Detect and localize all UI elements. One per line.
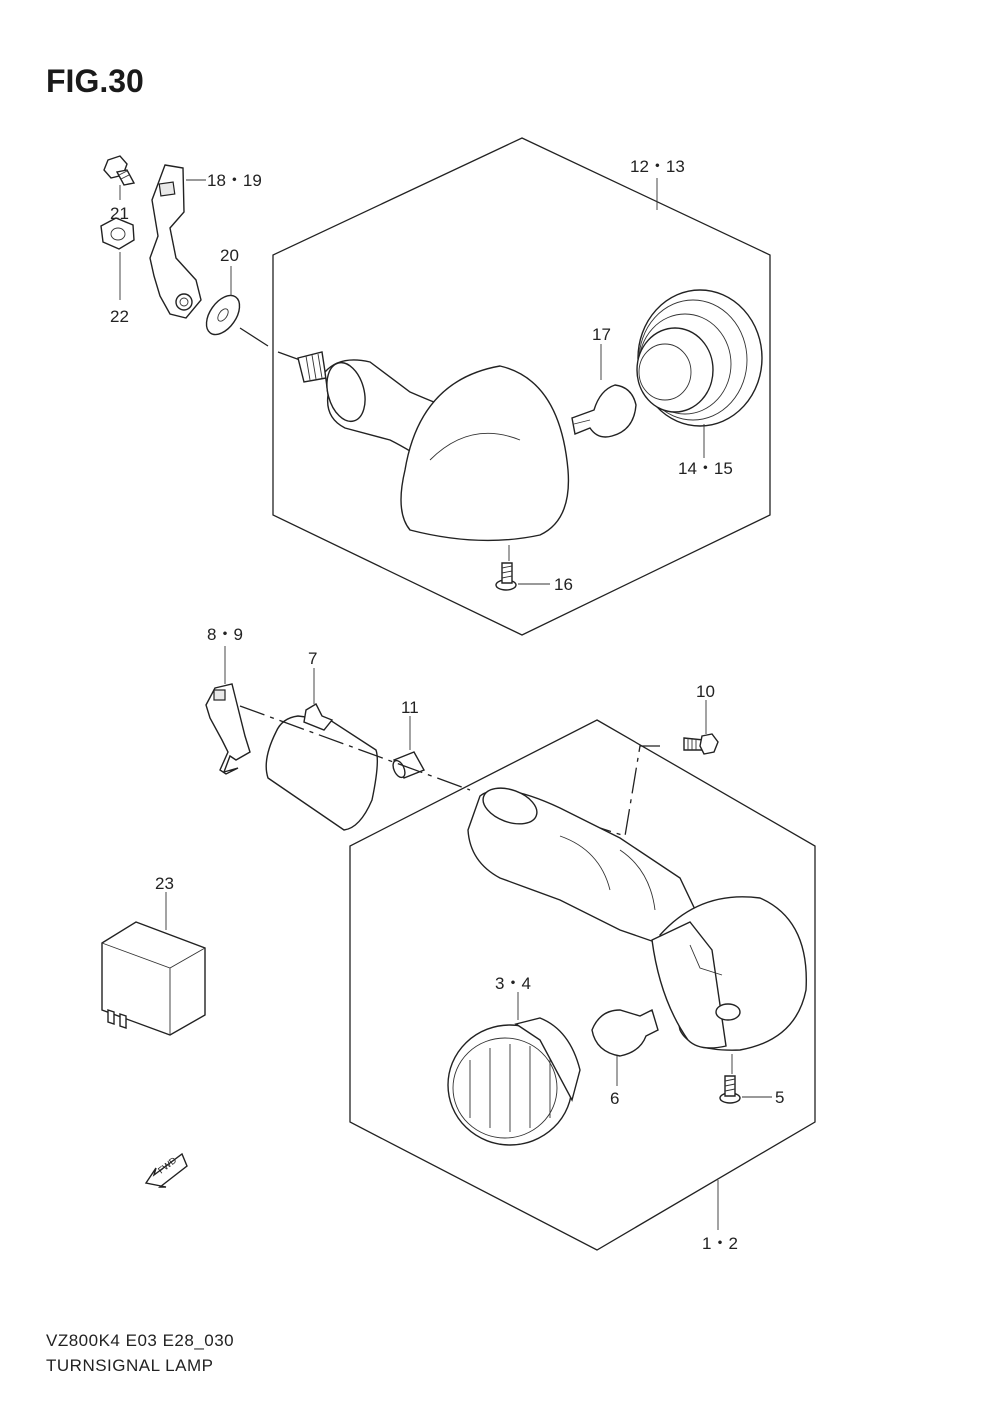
screw-part-10	[683, 733, 719, 755]
callout-11: 11	[401, 698, 419, 717]
callout-3-4: 3・4	[495, 974, 531, 993]
bracket-part-8-9	[205, 683, 251, 775]
washer-part-20	[205, 294, 241, 336]
lower-lamp-housing	[467, 787, 807, 1051]
callout-23: 23	[155, 874, 174, 893]
bushing-part-11	[392, 751, 425, 779]
section-name: TURNSIGNAL LAMP	[46, 1356, 213, 1375]
callout-16: 16	[554, 575, 573, 594]
lens-part-14-15	[636, 289, 763, 427]
nut-part-22	[100, 217, 135, 250]
cover-part-7	[265, 703, 379, 831]
callout-12-13: 12・13	[630, 157, 685, 176]
callout-14-15: 14・15	[678, 459, 733, 478]
bolt-part-21	[103, 155, 136, 186]
bulb-part-6	[591, 1009, 659, 1057]
callout-10: 10	[696, 682, 715, 701]
upper-assembly-outline	[272, 137, 771, 636]
callout-18-19: 18・19	[207, 171, 262, 190]
model-code: VZ800K4 E03 E28_030	[46, 1331, 234, 1350]
callout-5: 5	[775, 1088, 784, 1107]
mount-centerline	[599, 745, 660, 837]
lower-assembly-outline	[349, 719, 816, 1251]
bracket-part-18-19	[149, 164, 202, 319]
callout-8-9: 8・9	[207, 625, 243, 644]
screw-part-16	[495, 562, 517, 591]
callout-17: 17	[592, 325, 611, 344]
upper-lamp-housing	[297, 351, 570, 542]
lens-part-3-4	[447, 1017, 581, 1146]
callout-1-2: 1・2	[702, 1234, 738, 1253]
callout-22: 22	[110, 307, 129, 326]
figure-title: FIG.30	[46, 63, 144, 99]
bulb-part-17	[571, 384, 637, 438]
fwd-arrow-icon: FWD	[144, 1152, 188, 1188]
relay-part-23	[101, 921, 206, 1036]
screw-part-5	[719, 1075, 741, 1104]
callout-20: 20	[220, 246, 239, 265]
callout-7: 7	[308, 649, 317, 668]
callout-6: 6	[610, 1089, 619, 1108]
leader-upper-mount	[239, 327, 269, 347]
